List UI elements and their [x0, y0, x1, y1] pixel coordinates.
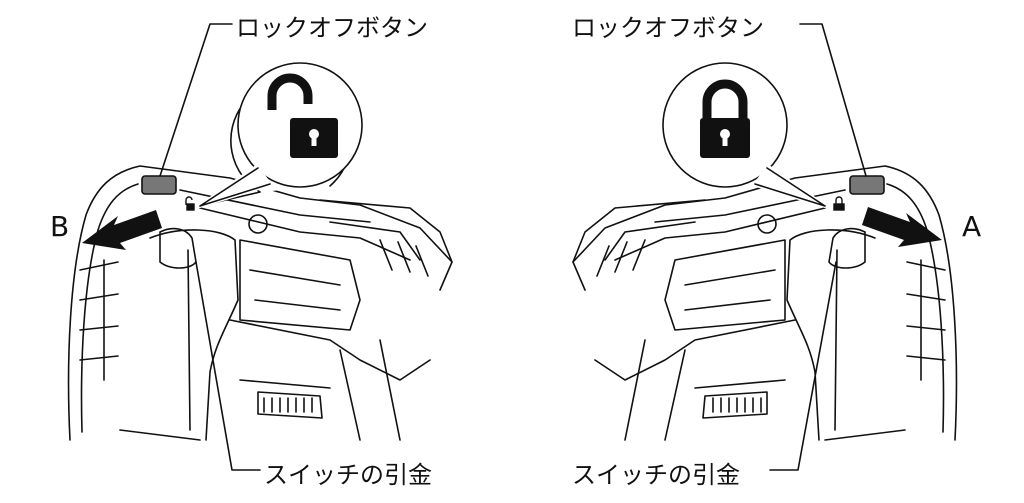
right-bottom-leader-line: [769, 261, 837, 471]
direction-letter-b: B: [50, 210, 70, 243]
left-bottom-leader-line: [195, 261, 261, 471]
small-unlock-mark-icon: [185, 196, 195, 211]
locked-padlock-icon: [700, 79, 750, 158]
left-tool-body: [67, 165, 453, 441]
right-lock-off-button: [849, 175, 885, 195]
left-switch-trigger-label: スイッチの引金: [264, 461, 432, 489]
small-lock-mark-icon: [833, 196, 845, 211]
direction-letter-a: A: [962, 210, 982, 243]
push-arrow-a-icon: [862, 207, 942, 247]
left-lock-off-button-label: ロックオフボタン: [236, 14, 428, 42]
left-lock-off-button: [141, 175, 177, 195]
right-tool-body: [572, 165, 958, 441]
right-top-leader-line: [799, 23, 867, 177]
right-lock-off-button-label: ロックオフボタン: [572, 14, 764, 42]
left-top-leader-line: [159, 23, 233, 177]
right-switch-trigger-label: スイッチの引金: [572, 461, 740, 489]
push-arrow-b-icon: [82, 210, 162, 250]
unlocked-padlock-icon: [267, 73, 338, 158]
